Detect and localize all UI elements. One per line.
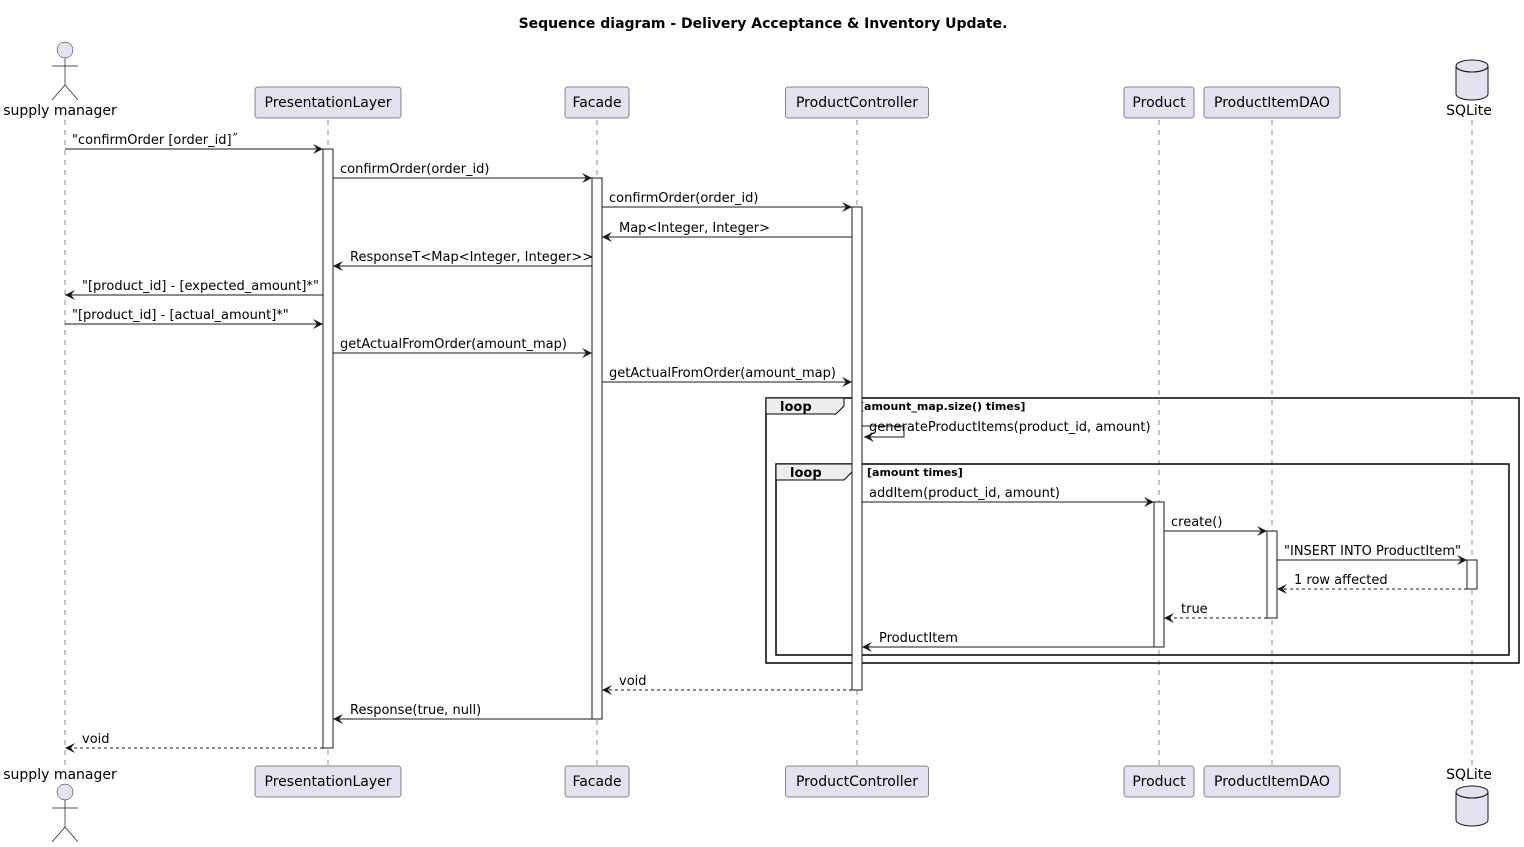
- participant-label-pc: ProductController: [796, 774, 918, 790]
- loop-label: loop: [790, 466, 822, 481]
- message-label: "[product_id] - [expected_amount]*": [82, 279, 319, 294]
- message-label: generateProductItems(product_id, amount): [869, 420, 1151, 435]
- participant-label-pl: PresentationLayer: [265, 95, 392, 111]
- participant-box-product: [1123, 765, 1195, 798]
- message: generateProductItems(product_id, amount): [862, 420, 1151, 442]
- message-label: true: [1181, 602, 1208, 617]
- database-rim: [1455, 65, 1489, 73]
- loop-tag: [765, 397, 845, 415]
- loop-label: loop: [780, 400, 812, 415]
- message-label: Response(true, null): [350, 703, 481, 718]
- participant-label-pl: PresentationLayer: [265, 774, 392, 790]
- message: void: [602, 674, 852, 695]
- actor-icon: [51, 783, 79, 843]
- participant-box-pl: [254, 765, 402, 798]
- loop-fragment: loop [amount_map.size() times]: [765, 397, 1520, 664]
- participant-label-facade: Facade: [572, 95, 621, 111]
- message: addItem(product_id, amount): [862, 486, 1154, 507]
- loop-frame: [765, 397, 1520, 664]
- loop-frame: [775, 463, 1510, 656]
- message-label: create(): [1171, 515, 1222, 530]
- participant-label-pc: ProductController: [796, 95, 918, 111]
- message-label: addItem(product_id, amount): [869, 486, 1060, 501]
- message: confirmOrder(order_id): [602, 191, 852, 212]
- message-label: void: [82, 732, 110, 747]
- message: ResponseT<Map<Integer, Integer>>: [333, 250, 593, 271]
- activation-bar-pc: [851, 206, 863, 691]
- participant-label-dao: ProductItemDAO: [1214, 95, 1330, 111]
- participant-box-pc: [785, 765, 929, 798]
- loop-fragment: loop [amount times]: [775, 463, 1510, 656]
- actor-head: [56, 783, 74, 801]
- actor-leg-right: [64, 826, 79, 843]
- loop-guard: [amount_map.size() times]: [859, 400, 1025, 413]
- participant-label-manager: supply manager: [3, 767, 117, 783]
- database-body: [1455, 792, 1489, 827]
- participant-box-product: [1123, 86, 1195, 119]
- participant-box-pc: [785, 86, 929, 119]
- actor-leg-left: [51, 84, 66, 101]
- message-label: "[product_id] - [actual_amount]*": [72, 308, 289, 323]
- message-label: Map<Integer, Integer>: [619, 221, 770, 236]
- message-label: "confirmOrder [order_id]˝: [72, 133, 238, 148]
- message: Map<Integer, Integer>: [602, 221, 852, 242]
- message-label: ProductItem: [879, 631, 958, 646]
- participant-label-facade: Facade: [572, 774, 621, 790]
- message: create(): [1164, 515, 1267, 536]
- activation-bar-dao: [1266, 530, 1278, 619]
- participant-label-sqlite: SQLite: [1446, 767, 1492, 783]
- participant-label-product: Product: [1132, 95, 1186, 111]
- message-label: getActualFromOrder(amount_map): [340, 337, 567, 352]
- loop-guard: [amount times]: [867, 466, 963, 479]
- actor-leg-right: [64, 84, 79, 101]
- diagram-title: Sequence diagram - Delivery Acceptance &…: [519, 16, 1008, 32]
- message-label: "INSERT INTO ProductItem": [1284, 544, 1461, 559]
- participant-box-dao: [1203, 765, 1341, 798]
- database-body: [1455, 66, 1489, 101]
- message: getActualFromOrder(amount_map): [602, 366, 852, 387]
- message: "INSERT INTO ProductItem": [1277, 544, 1467, 565]
- activation-bar-sqlite: [1466, 559, 1478, 590]
- actor-icon: [51, 41, 79, 101]
- message-label: 1 row affected: [1294, 573, 1388, 588]
- participant-label-manager: supply manager: [3, 103, 117, 119]
- message: 1 row affected: [1277, 573, 1467, 594]
- message-label: getActualFromOrder(amount_map): [609, 366, 836, 381]
- activation-bar-facade: [591, 177, 603, 720]
- message-label: void: [619, 674, 647, 689]
- actor-head: [56, 41, 74, 59]
- database-icon: [1455, 785, 1489, 827]
- participant-box-pl: [254, 86, 402, 119]
- message: confirmOrder(order_id): [333, 162, 592, 183]
- database-rim: [1455, 791, 1489, 799]
- message-label: confirmOrder(order_id): [340, 162, 489, 177]
- loop-tag: [775, 463, 853, 481]
- activation-bar-pl: [322, 148, 334, 749]
- message: getActualFromOrder(amount_map): [333, 337, 592, 358]
- message: void: [65, 732, 323, 753]
- message: "confirmOrder [order_id]˝: [65, 133, 323, 154]
- participant-label-dao: ProductItemDAO: [1214, 774, 1330, 790]
- message-label: ResponseT<Map<Integer, Integer>>: [350, 250, 593, 265]
- activation-bar-product: [1153, 501, 1165, 648]
- database-icon: [1455, 59, 1489, 101]
- participant-box-facade: [564, 86, 630, 119]
- participant-box-dao: [1203, 86, 1341, 119]
- message: "[product_id] - [expected_amount]*": [65, 279, 323, 300]
- message: ProductItem: [862, 631, 1154, 652]
- participant-label-product: Product: [1132, 774, 1186, 790]
- message: true: [1164, 602, 1267, 623]
- participant-box-facade: [564, 765, 630, 798]
- message-label: confirmOrder(order_id): [609, 191, 758, 206]
- self-message-arrow: [862, 425, 905, 442]
- message: "[product_id] - [actual_amount]*": [65, 308, 323, 329]
- message: Response(true, null): [333, 703, 592, 724]
- participant-label-sqlite: SQLite: [1446, 103, 1492, 119]
- actor-leg-left: [51, 826, 66, 843]
